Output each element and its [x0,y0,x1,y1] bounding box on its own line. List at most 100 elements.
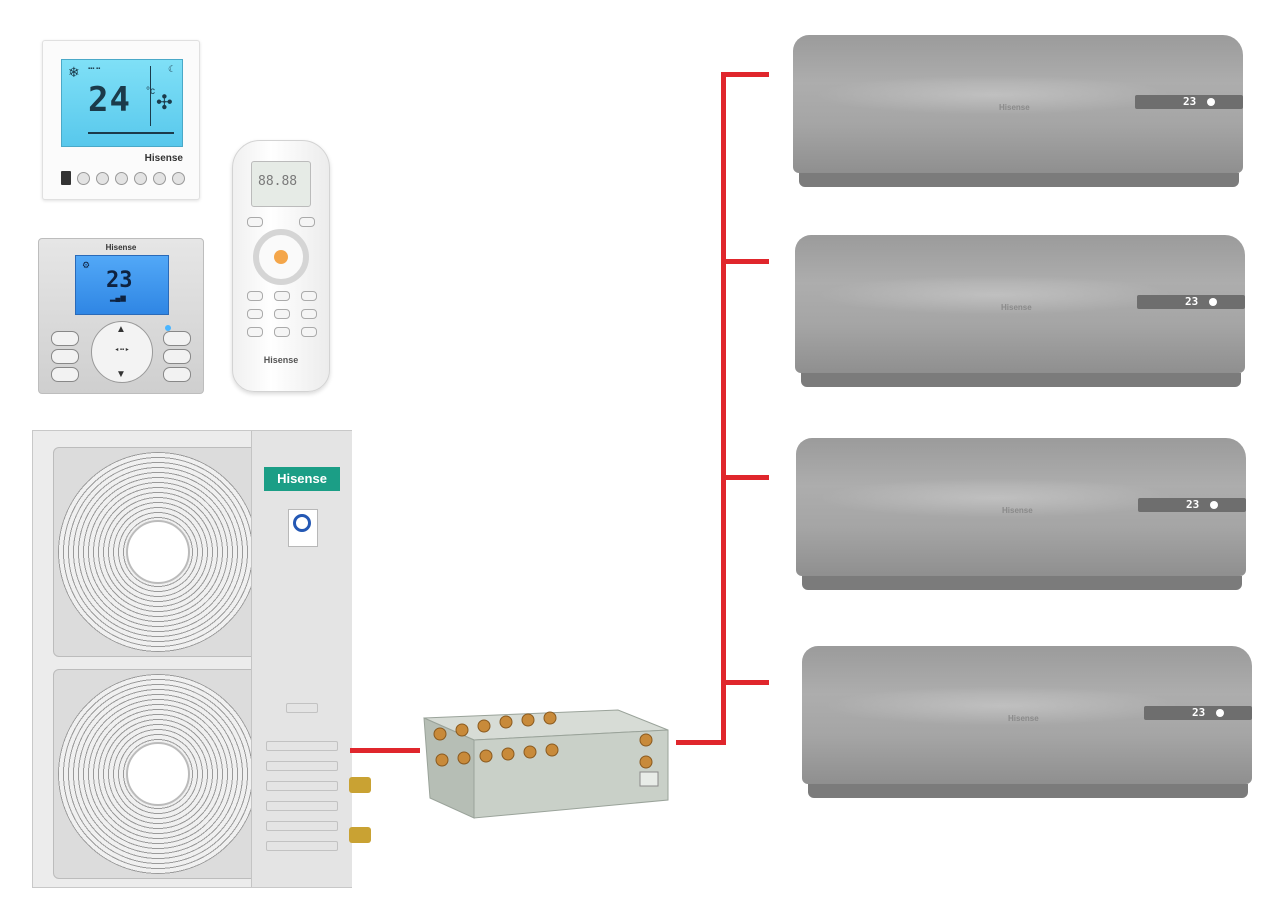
vent-slot [266,821,338,831]
fan-guard [58,452,258,652]
service-valve [349,777,371,793]
temperature-readout: 24 [88,80,131,120]
navigation-dial[interactable]: ▲ ◂ ▪▪ ▸ ▼ [91,321,153,383]
branch-box-front [473,729,669,819]
service-panel: Hisense [251,431,352,887]
copper-fitting [639,733,653,747]
copper-fitting [455,723,469,737]
controller-buttons [61,171,185,185]
controller-button[interactable] [172,171,185,185]
fan-icon: ✣ [156,92,173,114]
controller-lcd: ❄ ▪▪▪ ▪▪ 24 °c ☾ ✣ [61,59,183,147]
fan-hub [126,742,190,806]
copper-fittings [433,711,653,769]
copper-fitting [477,719,491,733]
remote-button[interactable] [247,309,263,319]
fan-guard [58,674,258,874]
display-strip [1137,295,1245,309]
remote-button[interactable] [247,291,263,301]
controller-button[interactable] [163,349,191,364]
copper-fitting [639,755,653,769]
indoor-unit-1: Hisense 23 [793,35,1243,189]
vent-slot [266,741,338,751]
power-switch[interactable] [61,171,71,185]
remote-button[interactable] [301,291,317,301]
air-outlet [808,784,1248,798]
status-dot-icon [1209,298,1217,306]
controller-button[interactable] [163,367,191,382]
controller-brand: Hisense [105,243,137,252]
vent-slot [266,801,338,811]
pipe-outdoor-to-branch [350,748,420,753]
copper-fitting [499,715,513,729]
controller-button[interactable] [163,331,191,346]
display-strip [1138,498,1246,512]
remote-button[interactable] [274,327,290,337]
temperature-readout: 23 [106,268,133,293]
controller-button[interactable] [96,171,109,185]
indoor-display: 23 [1192,706,1206,719]
handle [286,703,318,713]
surface-sheen [815,275,1175,315]
indoor-unit-2: Hisense 23 [795,235,1245,389]
down-arrow-icon[interactable]: ▼ [116,369,126,380]
controller-button[interactable] [77,171,90,185]
fan-grille-bottom [53,669,265,879]
pipe-trunk [721,72,726,745]
vent-slot [266,781,338,791]
remote-lcd: 88.88 [251,161,311,207]
pipe-branch-2 [721,259,769,264]
controller-button[interactable] [51,331,79,346]
remote-button[interactable] [247,217,263,227]
display-strip [1144,706,1252,720]
indoor-unit-4: Hisense 23 [802,646,1252,800]
controller-brand: Hisense [144,153,183,164]
vent-slot [266,761,338,771]
copper-fitting [433,727,447,741]
lcd-indicator: ▪▪▪ ▪▪ [88,66,101,72]
remote-button[interactable] [301,327,317,337]
snowflake-icon: ❄ [68,64,80,80]
wall-controller-2: Hisense ⚙ 23 ▂▄▆ ▲ ◂ ▪▪ ▸ ▼ [38,238,204,394]
pipe-branch-to-trunk [676,740,726,745]
surface-sheen [822,686,1182,726]
status-dot-icon [1210,501,1218,509]
indoor-unit-3: Hisense 23 [796,438,1246,592]
branch-box [423,709,669,819]
copper-fitting [543,711,557,725]
copper-fitting [521,713,535,727]
remote-button[interactable] [301,309,317,319]
surface-sheen [816,478,1176,518]
remote-dpad[interactable] [253,229,309,285]
remote-button[interactable] [274,309,290,319]
status-led [165,325,171,331]
remote-button[interactable] [274,291,290,301]
status-dot-icon [1216,709,1224,717]
controller-lcd: ⚙ 23 ▂▄▆ [75,255,169,315]
copper-fitting [479,749,493,763]
power-icon[interactable] [274,250,288,264]
indoor-brand: Hisense [999,103,1030,112]
display-strip [1135,95,1243,109]
controller-button[interactable] [115,171,128,185]
controller-button[interactable] [134,171,147,185]
remote-button[interactable] [247,327,263,337]
indoor-brand: Hisense [1008,714,1039,723]
controller-button[interactable] [51,349,79,364]
controller-button[interactable] [153,171,166,185]
moon-icon: ☾ [168,64,177,74]
indoor-display: 23 [1183,95,1197,108]
air-outlet [801,373,1241,387]
controller-button[interactable] [51,367,79,382]
vent-slot [266,841,338,851]
up-arrow-icon[interactable]: ▲ [116,324,126,335]
indoor-display: 23 [1185,295,1199,308]
swirl-icon [293,514,311,532]
dial-center[interactable]: ◂ ▪▪ ▸ [115,347,129,353]
pipe-branch-3 [721,475,769,480]
outdoor-unit: Hisense [32,430,371,888]
mode-icon: ⚙ [82,260,91,270]
indoor-brand: Hisense [1001,303,1032,312]
remote-brand: Hisense [263,355,299,365]
remote-button[interactable] [299,217,315,227]
